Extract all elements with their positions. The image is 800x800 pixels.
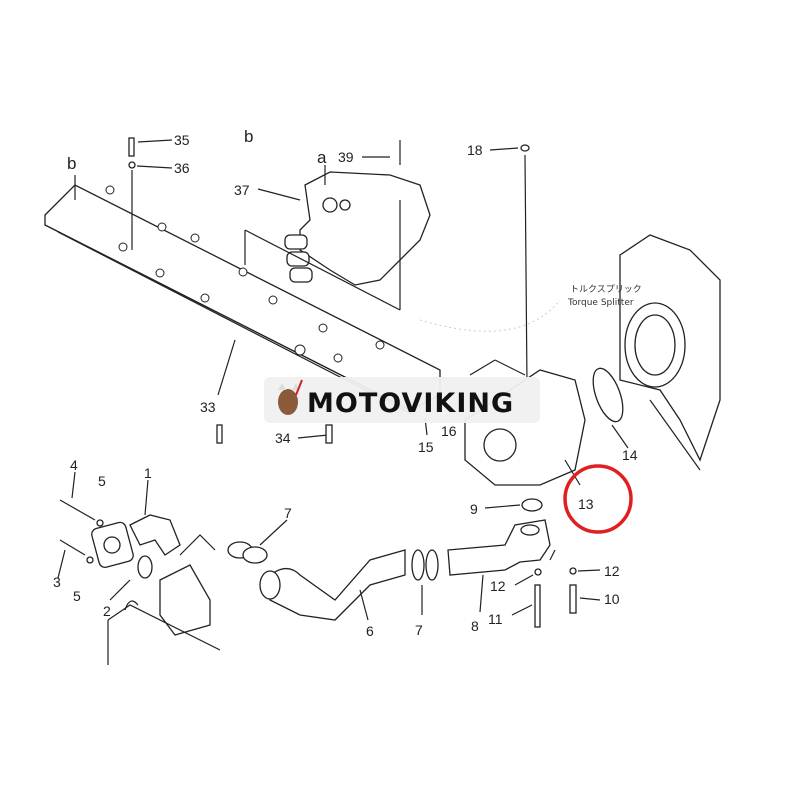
callout-1: 1 xyxy=(144,465,152,481)
callout-5-top: 5 xyxy=(98,473,106,489)
dotted-outline xyxy=(419,299,561,332)
callout-39: 39 xyxy=(338,149,354,165)
callout-8: 8 xyxy=(471,618,479,634)
callout-18: 18 xyxy=(467,142,483,158)
callout-3: 3 xyxy=(53,574,61,590)
callout-37: 37 xyxy=(234,182,250,198)
o-ring-part-2 xyxy=(109,555,153,601)
callout-12-right: 12 xyxy=(604,563,620,579)
callout-5-bottom: 5 xyxy=(73,588,81,604)
control-valve-part-37 xyxy=(244,140,431,311)
callout-14: 14 xyxy=(622,447,638,463)
bolt-part-3 xyxy=(57,539,86,579)
pump-part-13 xyxy=(464,359,586,486)
callout-33: 33 xyxy=(200,399,216,415)
leader-37 xyxy=(257,188,301,201)
highlight-circle xyxy=(563,464,633,534)
callout-a: a xyxy=(317,148,327,167)
callout-b-left: b xyxy=(67,154,76,173)
callout-9: 9 xyxy=(470,501,478,517)
bolt-part-35 xyxy=(128,137,173,157)
hose-clamp-part-7-right xyxy=(411,549,439,615)
bolt-part-4 xyxy=(59,471,96,521)
washer-part-12 xyxy=(514,567,601,586)
leader-33 xyxy=(217,339,236,396)
callout-4: 4 xyxy=(70,457,78,473)
torque-splitter-housing xyxy=(619,234,721,471)
bolt-part-11 xyxy=(511,584,541,628)
callout-7-right: 7 xyxy=(415,622,423,638)
elbow-hose-part-1 xyxy=(91,479,216,569)
motoviking-watermark: MOTOVIKING xyxy=(264,377,540,423)
callout-15: 15 xyxy=(418,439,434,455)
washer-part-36 xyxy=(128,161,173,250)
washer-part-5-top xyxy=(96,519,104,527)
callout-36: 36 xyxy=(174,160,190,176)
callout-10: 10 xyxy=(604,591,620,607)
callout-7-left: 7 xyxy=(284,505,292,521)
bolt-part-10 xyxy=(569,584,601,614)
callout-13: 13 xyxy=(578,496,594,512)
bolt-part-34 xyxy=(216,424,333,444)
callout-12-left: 12 xyxy=(490,578,506,594)
o-ring-part-14 xyxy=(592,367,624,423)
hose-part-6 xyxy=(259,549,406,621)
washer-part-5-bottom xyxy=(86,556,94,564)
torque-splitter-label-jp: トルクスプリック xyxy=(570,284,642,295)
callout-16: 16 xyxy=(441,423,457,439)
leader-14 xyxy=(611,424,629,449)
callout-11: 11 xyxy=(488,611,503,627)
callout-34: 34 xyxy=(275,430,291,446)
callout-6: 6 xyxy=(366,623,374,639)
tank-part xyxy=(107,564,221,665)
viking-mascot-icon xyxy=(278,379,303,415)
o-ring-part-9 xyxy=(484,498,543,512)
brand-name: MOTOVIKING xyxy=(307,388,514,419)
callout-35: 35 xyxy=(174,132,190,148)
callout-b-top: b xyxy=(244,127,253,146)
hose-clamp-part-7-left xyxy=(227,519,288,564)
callout-2: 2 xyxy=(103,603,111,619)
torque-splitter-label-en: Torque Splitter xyxy=(567,298,634,308)
o-ring-part-18 xyxy=(489,144,530,386)
pipe-part-8 xyxy=(447,519,556,613)
